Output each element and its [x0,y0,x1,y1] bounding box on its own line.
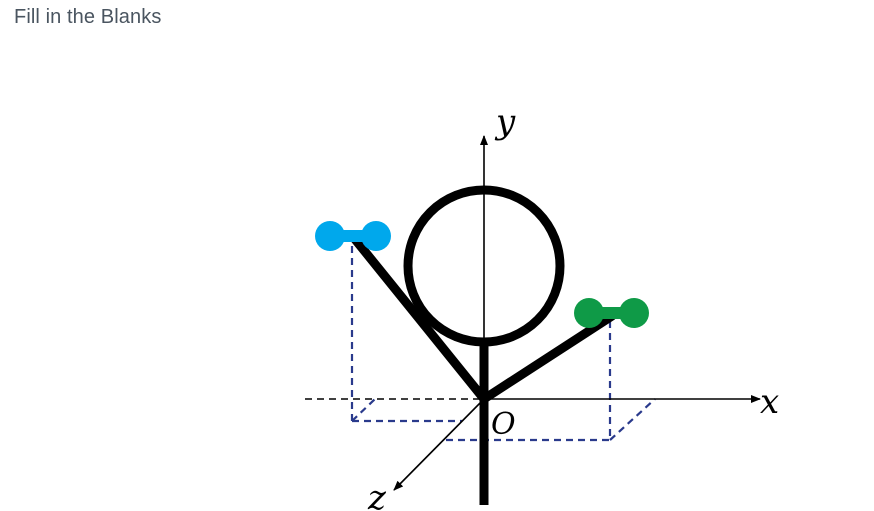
right-dumbbell [574,298,649,328]
ring [403,185,565,347]
x-axis-label: x [760,382,779,422]
right-projection-guides [446,321,656,442]
right-arm [479,311,617,404]
left-projection-guides [350,246,462,423]
page-title: Fill in the Blanks [14,6,162,28]
z-axis [393,398,485,491]
left-dumbbell [315,221,391,251]
origin-label: O [491,407,516,442]
z-axis-label: z [367,478,387,511]
y-axis-label: y [494,102,516,142]
left-arm [349,233,489,404]
